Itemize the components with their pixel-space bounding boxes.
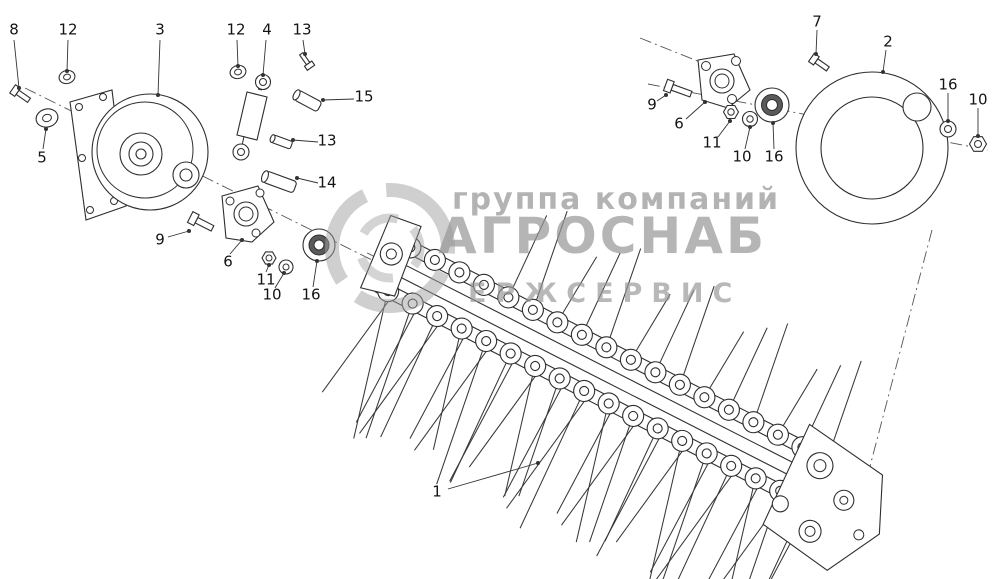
tensioner-cylinder-part4 — [232, 73, 272, 161]
bolt-part9-right — [662, 78, 693, 98]
reel-right-end-plate — [762, 423, 884, 572]
reel-assembly-part1 — [321, 210, 884, 579]
washer-part12-a — [58, 69, 76, 85]
nut-part11-right — [722, 104, 740, 120]
callout-number-15: 15 — [354, 87, 374, 106]
washer-part16-far-right — [939, 120, 957, 138]
callout-number-11: 11 — [256, 270, 276, 289]
nut-part11-left — [261, 251, 277, 265]
callout-number-8: 8 — [9, 20, 19, 39]
bolt-part9-left — [186, 210, 215, 232]
washer-part5 — [35, 108, 59, 128]
bearing-part16-right — [754, 87, 790, 123]
callout-number-7: 7 — [812, 12, 822, 31]
callout-number-10: 10 — [732, 147, 752, 166]
nut-part10-far-right — [968, 136, 988, 152]
washer-part12-b — [229, 64, 247, 80]
bracket-part6-right — [697, 53, 751, 109]
callout-number-10: 10 — [262, 285, 282, 304]
bolt-part13-top — [298, 51, 316, 72]
callout-number-14: 14 — [317, 173, 337, 192]
watermark-text-line1: группа компаний — [452, 182, 781, 217]
callout-number-13: 13 — [292, 20, 312, 39]
callout-number-10: 10 — [968, 90, 988, 109]
callout-number-12: 12 — [58, 20, 78, 39]
callout-number-16: 16 — [938, 75, 958, 94]
callout-number-11: 11 — [702, 133, 722, 152]
callout-number-6: 6 — [674, 114, 684, 133]
callout-number-5: 5 — [37, 148, 47, 167]
callout-number-4: 4 — [262, 20, 272, 39]
callout-number-3: 3 — [155, 20, 165, 39]
callout-number-9: 9 — [647, 95, 657, 114]
gearbox-housing-part3 — [69, 89, 209, 221]
washer-part10-left — [278, 259, 294, 275]
pin-part14 — [260, 170, 297, 193]
pin-part15 — [292, 89, 322, 112]
watermark-logo — [325, 183, 455, 313]
watermark-text-line2: АГРОСНАБ — [438, 207, 768, 265]
reel-rollers — [377, 236, 838, 515]
callout-number-13: 13 — [317, 131, 337, 150]
bracket-part6-left — [221, 185, 275, 243]
callout-number-16: 16 — [301, 285, 321, 304]
callout-number-9: 9 — [155, 230, 165, 249]
pin-part13-mid — [269, 134, 293, 150]
cam-ring-part2 — [795, 71, 949, 225]
callout-number-1: 1 — [432, 482, 442, 501]
callout-number-12: 12 — [226, 20, 246, 39]
watermark-text-line3: ЕРЖСЕРВИС — [468, 278, 742, 309]
callout-number-6: 6 — [223, 252, 233, 271]
callout-number-16: 16 — [764, 147, 784, 166]
callout-number-2: 2 — [883, 32, 893, 51]
reel-left-end-plate — [359, 214, 422, 297]
washer-part10-right — [741, 110, 759, 128]
